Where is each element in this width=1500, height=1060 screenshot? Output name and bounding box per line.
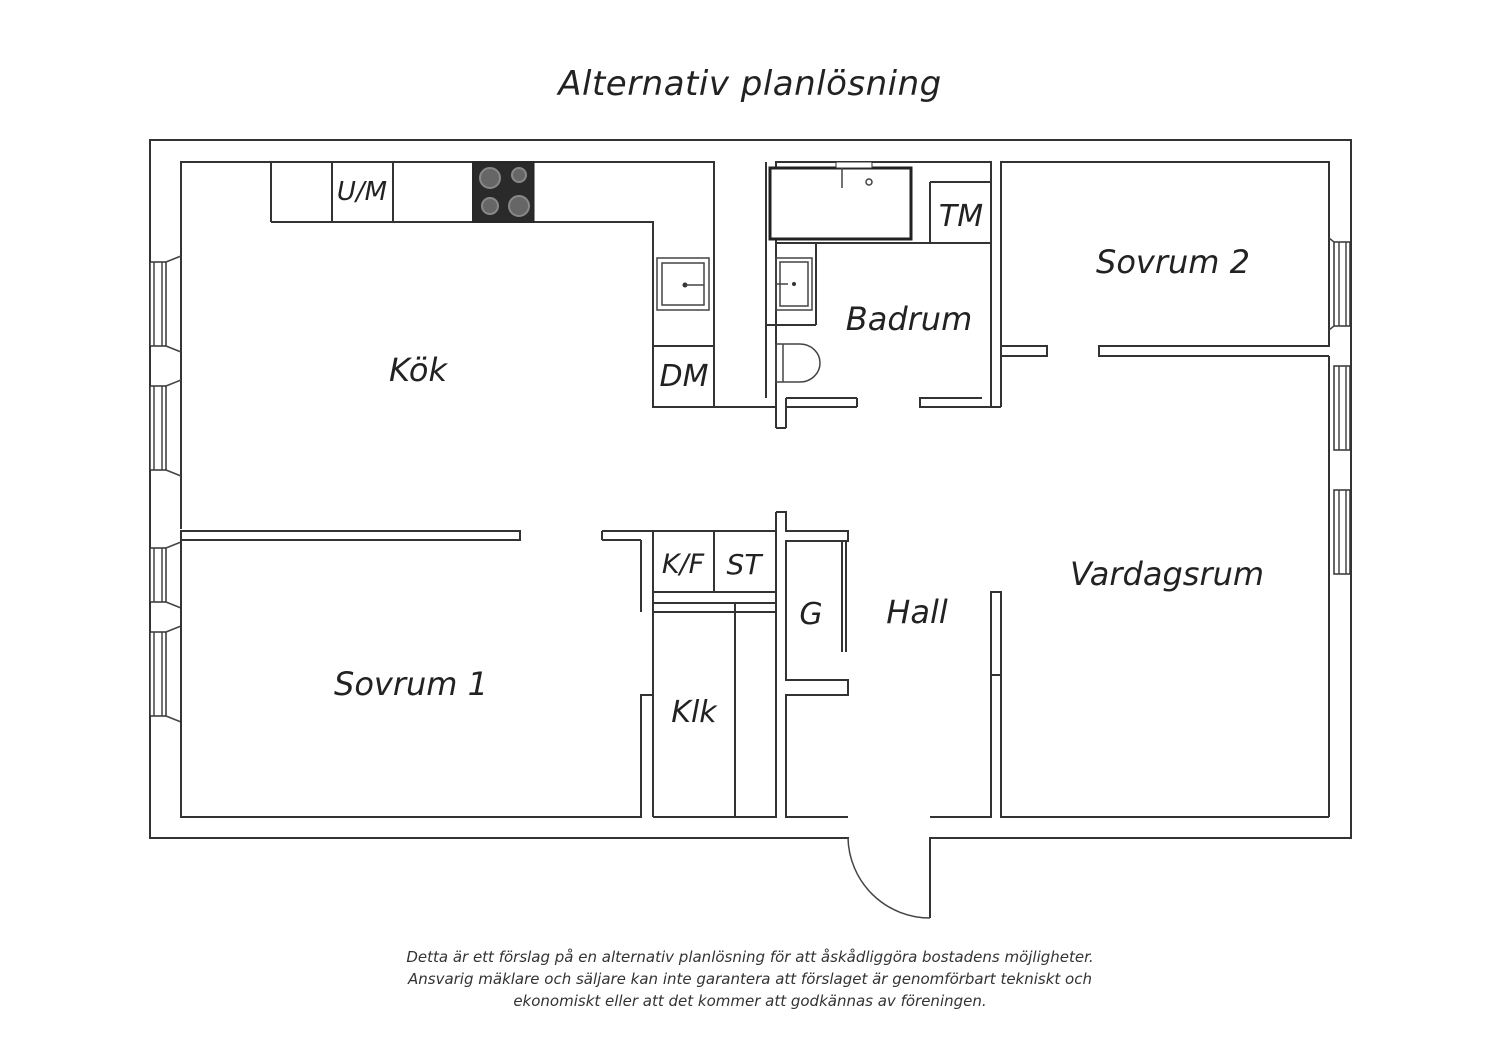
disclaimer-line: Ansvarig mäklare och säljare kan inte ga…	[407, 970, 1092, 988]
stove-burner	[511, 167, 527, 183]
bathtub-drain	[865, 178, 873, 186]
plan-title: Alternativ planlösning	[558, 64, 942, 104]
bathtub	[768, 166, 913, 241]
disclaimer-line: ekonomiskt eller att det kommer att godk…	[513, 992, 987, 1010]
room-label-bedroom-2: Sovrum 2	[1096, 243, 1250, 281]
washbasin-drain	[792, 282, 796, 286]
stove-burner	[508, 195, 530, 217]
window	[149, 625, 182, 723]
klk-wall	[653, 603, 777, 818]
fixture-label-kf: K/F	[662, 549, 705, 580]
hall-wall	[930, 591, 1329, 818]
fixture-label-st: ST	[727, 548, 764, 581]
room-label-bedroom-1: Sovrum 1	[334, 665, 488, 703]
stove-burner	[479, 167, 501, 189]
bathtub-faucet	[835, 161, 873, 169]
room-label-klk: Klk	[671, 695, 718, 730]
entrance-door-swing	[847, 837, 931, 919]
window	[1333, 489, 1351, 575]
window	[149, 255, 182, 353]
kitchen-wall	[180, 161, 715, 529]
room-label-living-room: Vardagsrum	[1070, 555, 1264, 593]
fixture-label-um: U/M	[337, 177, 387, 207]
outer-wall	[149, 139, 1352, 839]
disclaimer-line: Detta är ett förslag på en alternativ pl…	[406, 948, 1094, 966]
fixture-label-g: G	[799, 597, 822, 632]
interior-wall	[180, 530, 521, 541]
window	[1328, 237, 1351, 331]
kitchen-sink-basin	[661, 262, 705, 306]
fixture-label-dm: DM	[660, 359, 709, 394]
kitchen-sink	[656, 257, 710, 311]
window	[149, 541, 182, 609]
toilet	[775, 343, 821, 383]
stove-burner	[481, 197, 499, 215]
room-label-hall: Hall	[886, 593, 948, 631]
disclaimer: Detta är ett förslag på en alternativ pl…	[0, 946, 1500, 1012]
window	[149, 379, 182, 477]
door-opening	[849, 836, 929, 840]
room-label-bathroom: Badrum	[846, 300, 972, 338]
room-label-kitchen: Kök	[389, 351, 448, 389]
fixture-label-tm: TM	[939, 199, 983, 234]
window	[1333, 365, 1351, 451]
hall-wall	[776, 511, 849, 818]
bedroom2-wall	[1001, 345, 1048, 357]
bedroom2-wall	[1000, 161, 1330, 407]
bedroom1-wall	[180, 540, 654, 818]
